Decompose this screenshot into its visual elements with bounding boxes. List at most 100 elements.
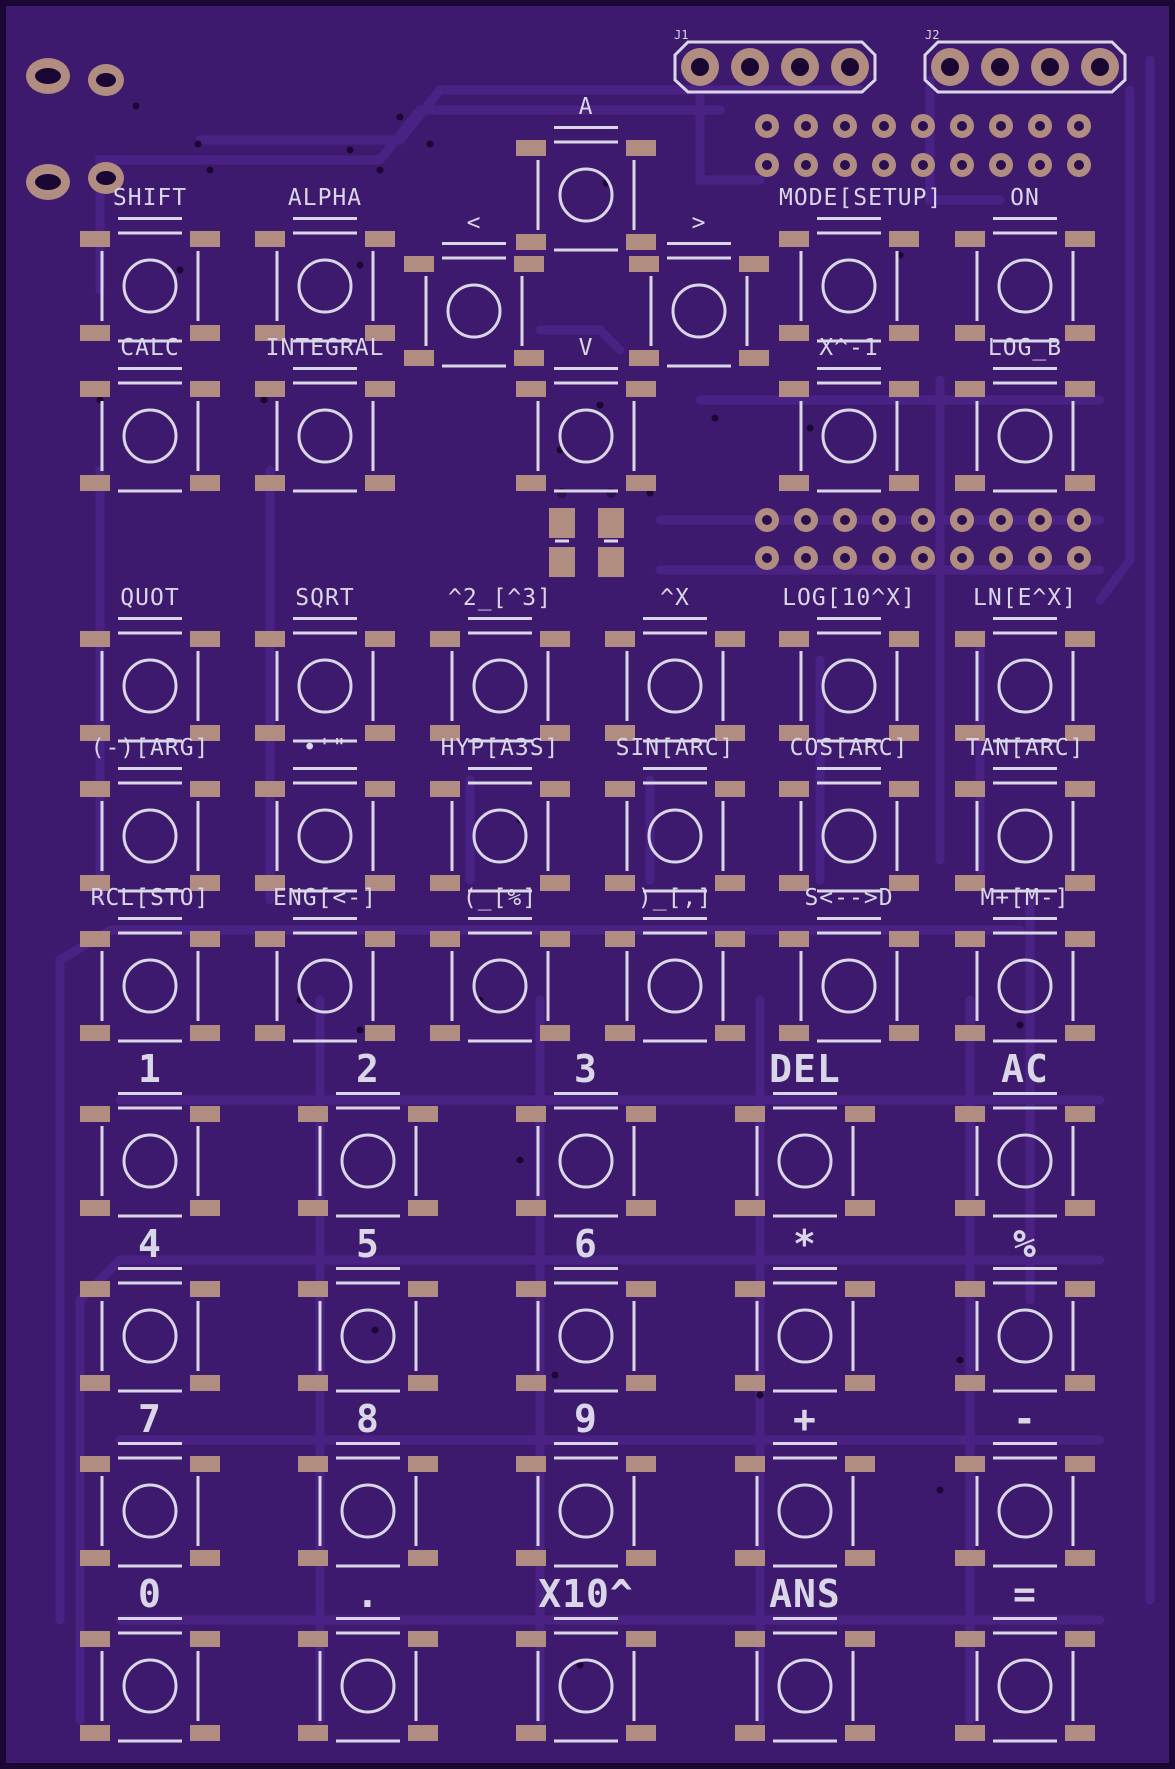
key-eq[interactable]: = bbox=[955, 1575, 1095, 1748]
key-square[interactable]: ^2_[^3] bbox=[430, 583, 570, 748]
key-label: LN[E^X] bbox=[973, 585, 1077, 611]
key-integral[interactable]: INTEGRAL bbox=[255, 333, 395, 498]
key-label: 2 bbox=[356, 1047, 380, 1091]
label-underline bbox=[118, 1267, 182, 1270]
switch-footprint bbox=[605, 631, 745, 743]
key-label: SIN[ARC] bbox=[615, 735, 735, 761]
key-n6[interactable]: 6 bbox=[516, 1225, 656, 1398]
key-label: RCL[STO] bbox=[90, 885, 210, 911]
label-underline bbox=[554, 1442, 618, 1445]
key-a[interactable]: A bbox=[516, 92, 656, 257]
key-minus[interactable]: - bbox=[955, 1400, 1095, 1573]
switch-footprint bbox=[955, 631, 1095, 743]
label-underline bbox=[118, 1617, 182, 1620]
key-calc[interactable]: CALC bbox=[80, 333, 220, 498]
via bbox=[711, 414, 719, 422]
label-underline bbox=[336, 1617, 400, 1620]
switch-footprint bbox=[779, 781, 919, 893]
key-label: ^2_[^3] bbox=[448, 585, 552, 611]
via bbox=[596, 401, 604, 409]
key-lparen[interactable]: (_[%] bbox=[430, 883, 570, 1048]
switch-footprint bbox=[80, 781, 220, 893]
key-n4[interactable]: 4 bbox=[80, 1225, 220, 1398]
key-n8[interactable]: 8 bbox=[298, 1400, 438, 1573]
label-underline bbox=[468, 917, 532, 920]
switch-footprint bbox=[430, 931, 570, 1043]
key-sd[interactable]: S<-->D bbox=[779, 883, 919, 1048]
key-n0[interactable]: 0 bbox=[80, 1575, 220, 1748]
key-eng[interactable]: ENG[<-] bbox=[255, 883, 395, 1048]
key-exp[interactable]: X10^ bbox=[516, 1575, 656, 1748]
key-log[interactable]: LOG[10^X] bbox=[779, 583, 919, 748]
switch-footprint bbox=[298, 1456, 438, 1568]
label-underline bbox=[293, 767, 357, 770]
key-rcl[interactable]: RCL[STO] bbox=[80, 883, 220, 1048]
key-n1[interactable]: 1 bbox=[80, 1050, 220, 1223]
key-plus[interactable]: + bbox=[735, 1400, 875, 1573]
key-on[interactable]: ON bbox=[955, 183, 1095, 348]
key-ans[interactable]: ANS bbox=[735, 1575, 875, 1748]
key-cos[interactable]: COS[ARC] bbox=[779, 733, 919, 898]
via bbox=[936, 1486, 944, 1494]
switch-footprint bbox=[255, 631, 395, 743]
key-neg[interactable]: (-)[ARG] bbox=[80, 733, 220, 898]
key-left[interactable]: < bbox=[404, 208, 544, 373]
key-dot[interactable]: . bbox=[298, 1575, 438, 1748]
key-rparen[interactable]: )_[,] bbox=[605, 883, 745, 1048]
key-sin[interactable]: SIN[ARC] bbox=[605, 733, 745, 898]
key-mplus[interactable]: M+[M-] bbox=[955, 883, 1095, 1048]
key-mode[interactable]: MODE[SETUP] bbox=[779, 183, 941, 348]
key-right[interactable]: > bbox=[629, 208, 769, 373]
via bbox=[756, 1391, 764, 1399]
key-n7[interactable]: 7 bbox=[80, 1400, 220, 1573]
via bbox=[194, 140, 202, 148]
key-label: 3 bbox=[574, 1047, 598, 1091]
key-label: •'" bbox=[302, 735, 348, 761]
key-quot[interactable]: QUOT bbox=[80, 583, 220, 748]
key-del[interactable]: DEL bbox=[735, 1050, 875, 1223]
key-mul[interactable]: * bbox=[735, 1225, 875, 1398]
key-label: ON bbox=[1010, 185, 1040, 211]
via bbox=[206, 166, 214, 174]
label-underline bbox=[993, 1267, 1057, 1270]
switch-footprint bbox=[80, 1631, 220, 1743]
key-ac[interactable]: AC bbox=[955, 1050, 1095, 1223]
key-n5[interactable]: 5 bbox=[298, 1225, 438, 1398]
key-mod[interactable]: % bbox=[955, 1225, 1095, 1398]
via bbox=[356, 261, 364, 269]
key-alpha[interactable]: ALPHA bbox=[255, 183, 395, 348]
switch-footprint bbox=[516, 1456, 656, 1568]
key-label: . bbox=[356, 1572, 380, 1616]
key-sqrt[interactable]: SQRT bbox=[255, 583, 395, 748]
key-inverse[interactable]: X^-1 bbox=[779, 333, 919, 498]
key-logb[interactable]: LOG_B bbox=[955, 333, 1095, 498]
key-power[interactable]: ^X bbox=[605, 583, 745, 748]
via bbox=[396, 113, 404, 121]
key-label: QUOT bbox=[120, 585, 180, 611]
key-shift[interactable]: SHIFT bbox=[80, 183, 220, 348]
key-deg[interactable]: •'" bbox=[255, 733, 395, 898]
label-underline bbox=[118, 767, 182, 770]
key-n9[interactable]: 9 bbox=[516, 1400, 656, 1573]
label-underline bbox=[817, 217, 881, 220]
label-underline bbox=[118, 1092, 182, 1095]
key-n2[interactable]: 2 bbox=[298, 1050, 438, 1223]
label-underline bbox=[293, 367, 357, 370]
label-underline bbox=[118, 617, 182, 620]
label-underline bbox=[554, 1267, 618, 1270]
key-v[interactable]: V bbox=[516, 333, 656, 498]
key-ln[interactable]: LN[E^X] bbox=[955, 583, 1095, 748]
key-label: ENG[<-] bbox=[273, 885, 377, 911]
via bbox=[576, 1661, 584, 1669]
switch-footprint bbox=[629, 256, 769, 368]
key-hyp[interactable]: HYP[A3S] bbox=[430, 733, 570, 898]
key-tan[interactable]: TAN[ARC] bbox=[955, 733, 1095, 898]
key-n3[interactable]: 3 bbox=[516, 1050, 656, 1223]
key-label: SHIFT bbox=[112, 185, 188, 211]
via bbox=[371, 1326, 379, 1334]
label-underline bbox=[993, 1617, 1057, 1620]
j2-label: J2 bbox=[925, 28, 940, 42]
switch-footprint bbox=[80, 1106, 220, 1218]
key-label: 8 bbox=[356, 1397, 380, 1441]
